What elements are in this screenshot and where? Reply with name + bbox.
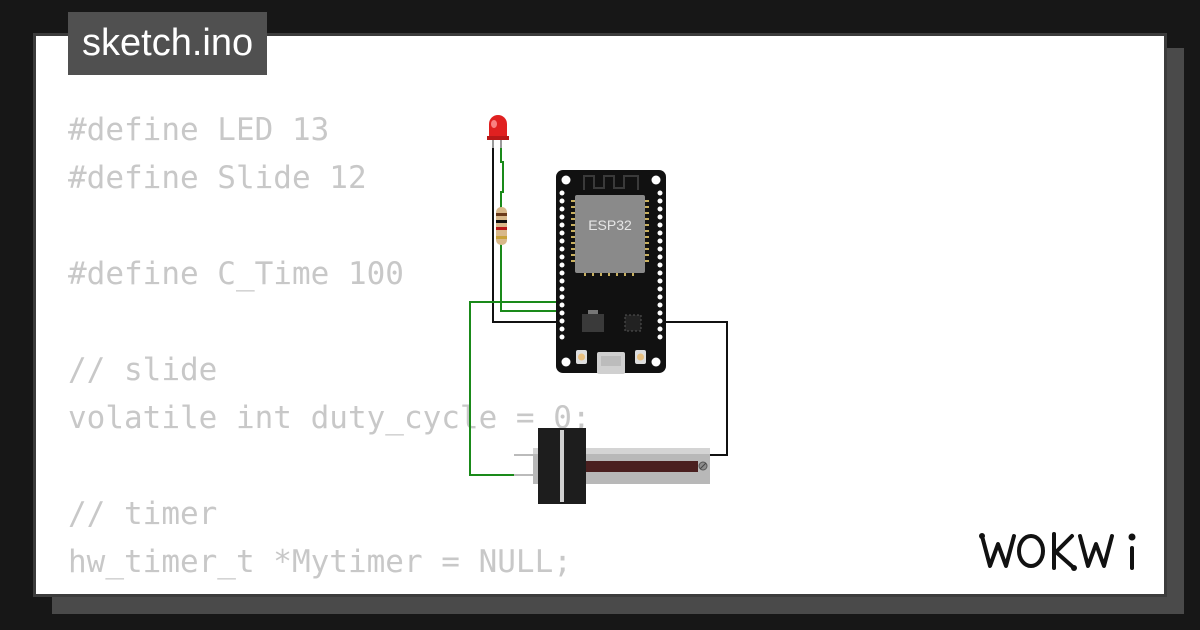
- slide-power-wire: [662, 321, 728, 456]
- header-pins: [559, 175, 663, 367]
- code-line: // slide: [68, 352, 218, 388]
- code-line: // timer: [68, 496, 218, 532]
- resistor-wire: [500, 242, 558, 312]
- board-label: ESP32: [588, 217, 632, 233]
- resistor[interactable]: [496, 207, 507, 245]
- code-line: hw_timer_t *Mytimer = NULL;: [68, 544, 572, 580]
- esp32-board[interactable]: ESP32: [556, 170, 666, 374]
- code-line: volatile int duty_cycle = 0;: [68, 400, 591, 436]
- wokwi-logo: [979, 532, 1136, 571]
- wires: [469, 145, 728, 476]
- code-line: #define LED 13: [68, 112, 330, 148]
- red-led[interactable]: [487, 115, 509, 148]
- slide-signal-wire: [469, 301, 558, 476]
- code-editor: #define LED 13 #define Slide 12 #define C_…: [68, 106, 871, 594]
- esp32-module: [575, 195, 645, 273]
- code-line: #define C_Time 100: [68, 256, 404, 292]
- file-name-tab[interactable]: sketch.ino: [68, 12, 268, 75]
- code-line: #define Slide 12: [68, 160, 367, 196]
- led-anode-wire: [500, 145, 504, 210]
- code-line: // timer function - hardware timer callb…: [68, 586, 871, 594]
- slide-potentiometer[interactable]: [514, 428, 710, 504]
- led-cathode-wire: [492, 145, 558, 323]
